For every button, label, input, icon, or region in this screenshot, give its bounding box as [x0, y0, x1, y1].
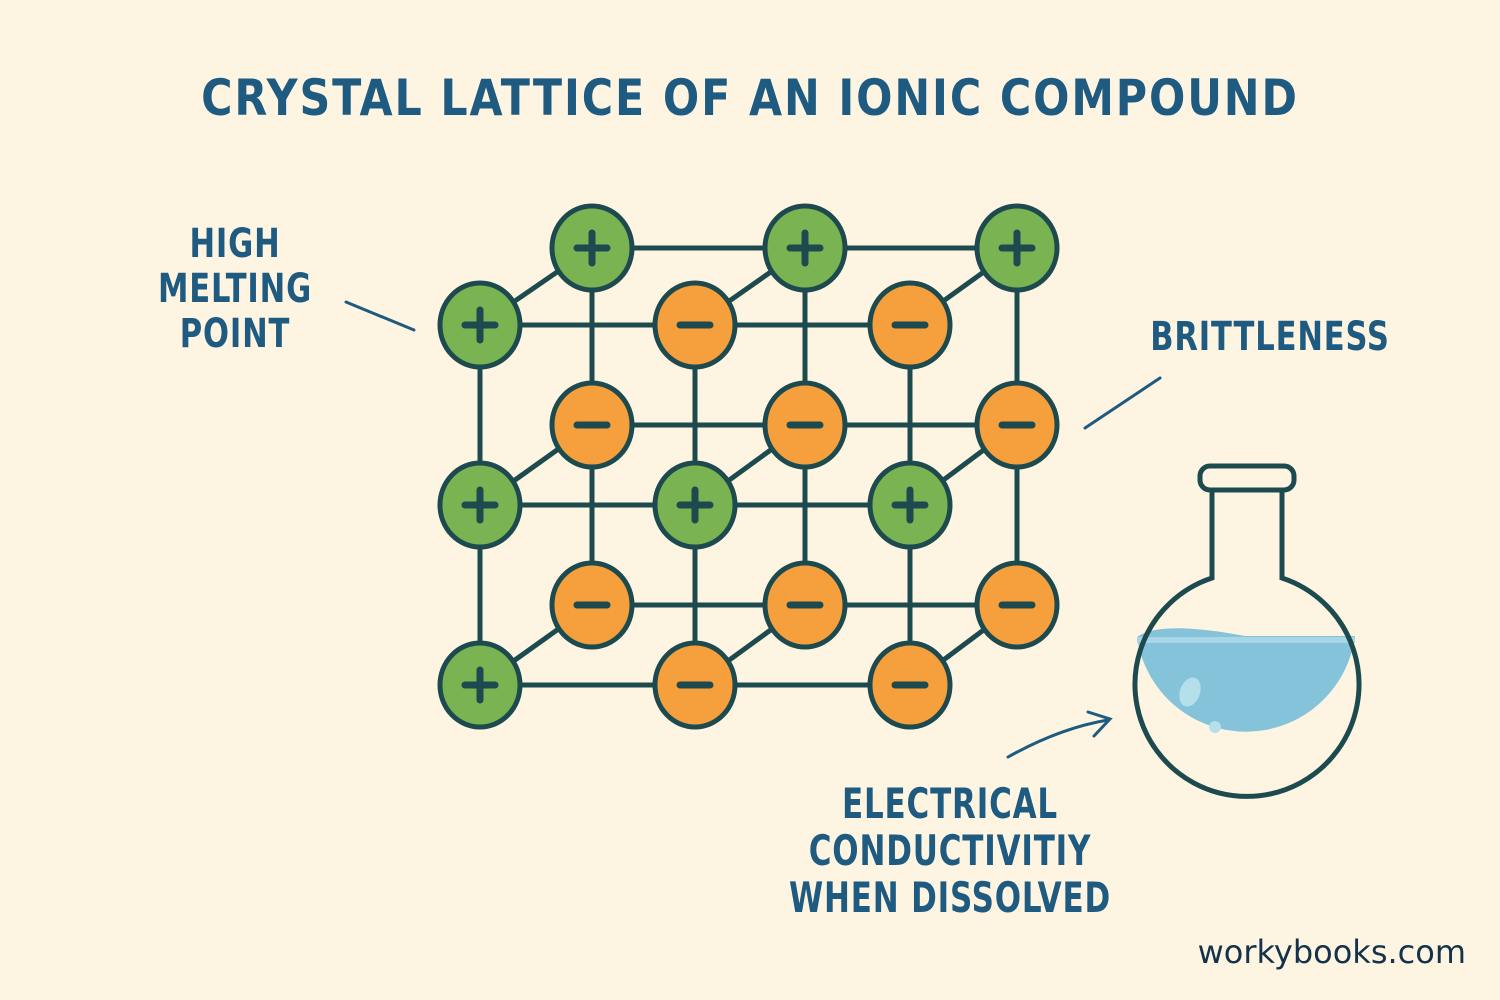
pointer-arrow-conductivity — [1006, 718, 1110, 759]
anion-ion — [549, 560, 635, 650]
round-bottom-flask-icon — [1132, 463, 1362, 799]
pointer-line-melting — [344, 300, 416, 332]
anion-ion — [762, 560, 848, 650]
cation-ion — [762, 203, 848, 293]
label-line: HIGH — [189, 221, 281, 267]
anion-ion — [762, 380, 848, 470]
plus-icon — [461, 486, 499, 524]
cation-ion — [437, 280, 523, 370]
anion-ion — [867, 640, 953, 730]
anion-ion — [974, 380, 1060, 470]
anion-ion — [652, 280, 738, 370]
plus-icon — [891, 486, 929, 524]
label-high-melting-point: HIGH MELTING POINT — [146, 222, 325, 356]
cation-ion — [867, 460, 953, 550]
page-title: CRYSTAL LATTICE OF AN IONIC COMPOUND — [201, 69, 1299, 127]
anion-ion — [652, 640, 738, 730]
cation-ion — [437, 640, 523, 730]
label-line: POINT — [179, 310, 291, 357]
cation-ion — [974, 203, 1060, 293]
cation-ion — [549, 203, 635, 293]
arrow-head-icon — [1086, 710, 1113, 738]
label-electrical-conductivity: ELECTRICAL CONDUCTIVITIY WHEN DISSOLVED — [778, 780, 1122, 921]
plus-icon — [461, 306, 499, 344]
pointer-line-brittleness — [1083, 376, 1162, 430]
label-line: CONDUCTIVITIY — [808, 826, 1092, 876]
label-brittleness: BRITTLENESS — [1150, 314, 1390, 360]
anion-ion — [974, 560, 1060, 650]
label-line: ELECTRICAL — [841, 779, 1058, 828]
plus-icon — [786, 229, 824, 267]
anion-ion — [549, 380, 635, 470]
anion-ion — [867, 280, 953, 370]
label-line: WHEN DISSOLVED — [788, 873, 1112, 923]
plus-icon — [998, 229, 1036, 267]
label-line: MELTING — [157, 265, 313, 312]
cation-ion — [437, 460, 523, 550]
plus-icon — [573, 229, 611, 267]
cation-ion — [652, 460, 738, 550]
plus-icon — [461, 666, 499, 704]
plus-icon — [676, 486, 714, 524]
brand-watermark: workybooks.com — [1197, 933, 1466, 971]
